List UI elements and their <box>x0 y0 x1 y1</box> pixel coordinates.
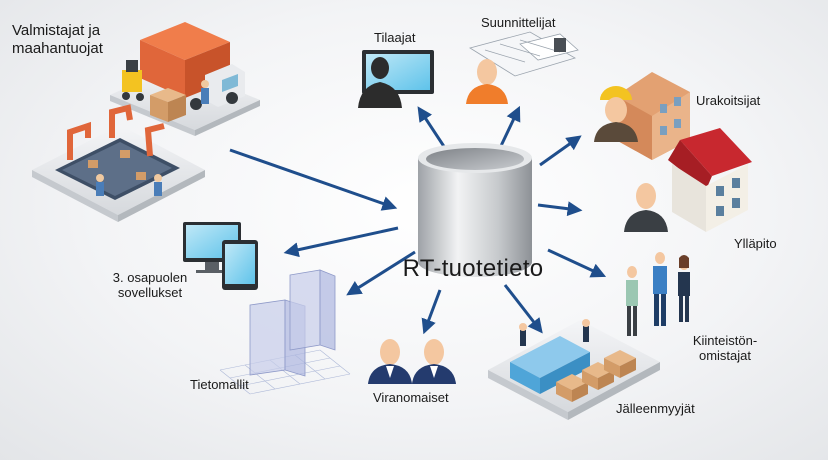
contractors-illustration-icon <box>594 72 690 160</box>
authorities-illustration-icon <box>368 339 456 384</box>
arrow-to-clients <box>417 106 447 149</box>
label-manufacturers-line1: Valmistajat ja <box>12 22 101 39</box>
arrows <box>229 105 607 335</box>
arrow-to-authorities <box>421 289 442 335</box>
label-designers: Suunnittelijat <box>481 15 556 30</box>
data-models-illustration-icon <box>219 269 351 395</box>
arrow-to-designers <box>498 105 521 149</box>
owners-illustration-icon <box>626 252 690 336</box>
arrow-from-manufacturers <box>229 148 398 211</box>
label-third-party-apps: 3. osapuolen sovellukset <box>104 270 196 300</box>
manufacturers-illustration-icon <box>32 22 260 222</box>
label-owners-line1: Kiinteistön- <box>692 333 758 348</box>
database-cylinder-icon <box>418 143 532 277</box>
arrow-to-data-models <box>346 250 416 296</box>
label-owners-line2: omistajat <box>698 348 752 363</box>
label-owners: Kiinteistön- omistajat <box>682 333 768 363</box>
arrow-to-third-party-apps <box>283 226 399 258</box>
retailers-illustration-icon <box>488 319 660 420</box>
arrow-to-retailers <box>503 284 543 334</box>
arrow-to-contractors <box>539 135 582 167</box>
designers-illustration-icon <box>466 31 579 104</box>
label-third-party-apps-line1: 3. osapuolen <box>112 270 188 285</box>
arrow-to-owners <box>547 248 607 278</box>
center-label: RT-tuotetieto <box>402 255 544 282</box>
label-retailers: Jälleenmyyjät <box>616 401 695 416</box>
third-party-apps-illustration-icon <box>183 222 258 290</box>
label-contractors: Urakoitsijat <box>696 93 761 108</box>
label-manufacturers-line2: maahantuojat <box>12 40 103 57</box>
maintenance-illustration-icon <box>624 128 752 232</box>
label-data-models: Tietomallit <box>190 377 249 392</box>
label-manufacturers: Valmistajat ja maahantuojat <box>12 22 103 58</box>
clients-illustration-icon <box>358 50 434 108</box>
label-authorities: Viranomaiset <box>373 390 449 405</box>
label-clients: Tilaajat <box>374 30 416 45</box>
label-third-party-apps-line2: sovellukset <box>117 285 183 300</box>
arrow-to-maintenance <box>537 201 583 217</box>
label-maintenance: Ylläpito <box>734 236 777 251</box>
